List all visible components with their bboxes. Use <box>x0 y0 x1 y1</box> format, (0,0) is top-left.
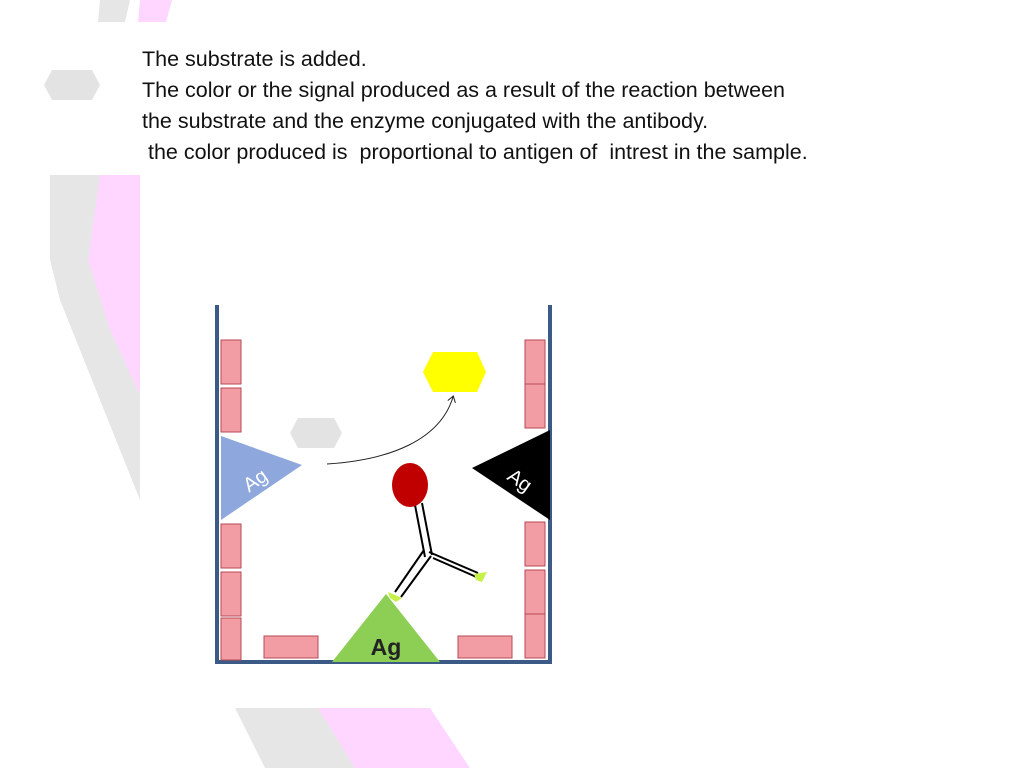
coating-block <box>524 339 546 385</box>
coating-blocks-bottom <box>263 635 513 659</box>
antibody-tip-bottom <box>388 592 402 602</box>
text-line-3: the substrate and the enzyme conjugated … <box>142 109 709 133</box>
coating-block <box>524 383 546 429</box>
coating-block <box>220 617 242 661</box>
coating-block <box>524 521 546 567</box>
antibody <box>394 502 482 598</box>
antigen-bottom <box>332 594 440 662</box>
coating-blocks-left <box>220 339 242 661</box>
bg-gray-stripe-top <box>98 0 130 22</box>
reaction-arrow <box>326 397 453 465</box>
antigen-right <box>472 430 550 520</box>
text-line-2: The color or the signal produced as a re… <box>142 78 785 102</box>
text-line-1: The substrate is added. <box>142 47 367 71</box>
enzyme-conjugate <box>392 463 428 507</box>
coating-block <box>220 339 242 385</box>
bg-gray-hexagon <box>44 70 100 100</box>
coating-block <box>524 569 546 615</box>
bg-pink-stripe-top <box>138 0 172 22</box>
coating-block <box>457 635 513 659</box>
coating-block <box>263 635 319 659</box>
slide-text: The substrate is added. The color or the… <box>142 44 942 168</box>
antigen-left <box>221 436 302 520</box>
bg-pink-band-left <box>88 175 140 395</box>
coating-block <box>524 613 546 659</box>
antigen-bottom-label: Ag <box>371 634 402 660</box>
coating-blocks-right <box>524 339 546 659</box>
product-hexagon <box>423 352 486 392</box>
bg-pink-band-bottom <box>318 708 470 768</box>
coating-block <box>220 523 242 569</box>
antibody-tip-right <box>474 572 487 582</box>
bg-gray-hexagon-small <box>290 418 342 448</box>
text-line-4: the color produced is proportional to an… <box>142 140 808 164</box>
coating-block <box>220 571 242 617</box>
coating-block <box>220 387 242 433</box>
